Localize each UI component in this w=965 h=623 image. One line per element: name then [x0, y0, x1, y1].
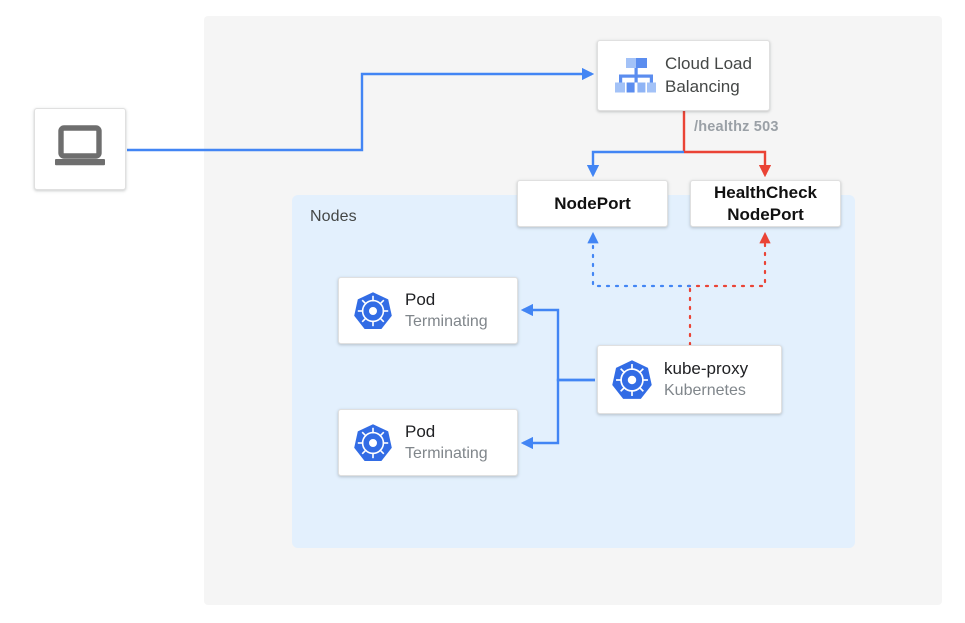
kubernetes-icon [606, 359, 658, 401]
healthcheck-nodeport-label-line-2: NodePort [727, 204, 804, 224]
pod-2-title: Pod [405, 421, 436, 441]
healthcheck-nodeport-label: HealthCheck NodePort [714, 182, 817, 225]
client-node[interactable] [34, 108, 126, 190]
cloud-load-balancing-node[interactable]: Cloud Load Balancing [597, 40, 770, 111]
kube-proxy-subtitle: Kubernetes [664, 382, 746, 400]
pod-2-label: Pod Terminating [405, 421, 488, 465]
nodeport-node[interactable]: NodePort [517, 180, 668, 227]
cloud-load-balancing-icon [609, 56, 663, 96]
kubernetes-icon [347, 423, 399, 463]
kube-proxy-label: kube-proxy Kubernetes [664, 358, 748, 402]
pod-1-title: Pod [405, 289, 436, 309]
healthcheck-nodeport-label-line-1: HealthCheck [714, 183, 817, 203]
nodeport-label: NodePort [554, 193, 631, 213]
kube-proxy-node[interactable]: kube-proxy Kubernetes [597, 345, 782, 414]
healthz-edge-label: /healthz 503 [694, 119, 779, 135]
cloud-load-balancing-title-line-2: Balancing [665, 76, 740, 96]
cloud-load-balancing-title-line-1: Cloud Load [665, 54, 752, 74]
kube-proxy-title: kube-proxy [664, 358, 749, 378]
pod-2-status: Terminating [405, 445, 488, 463]
pod-2-node[interactable]: Pod Terminating [338, 409, 518, 476]
laptop-icon [52, 124, 108, 175]
healthcheck-nodeport-node[interactable]: HealthCheck NodePort [690, 180, 841, 227]
nodes-panel-label: Nodes [310, 208, 357, 225]
kubernetes-icon [347, 291, 399, 331]
pod-1-status: Terminating [405, 313, 488, 331]
pod-1-label: Pod Terminating [405, 289, 488, 333]
pod-1-node[interactable]: Pod Terminating [338, 277, 518, 344]
cloud-load-balancing-label: Cloud Load Balancing [665, 53, 752, 98]
